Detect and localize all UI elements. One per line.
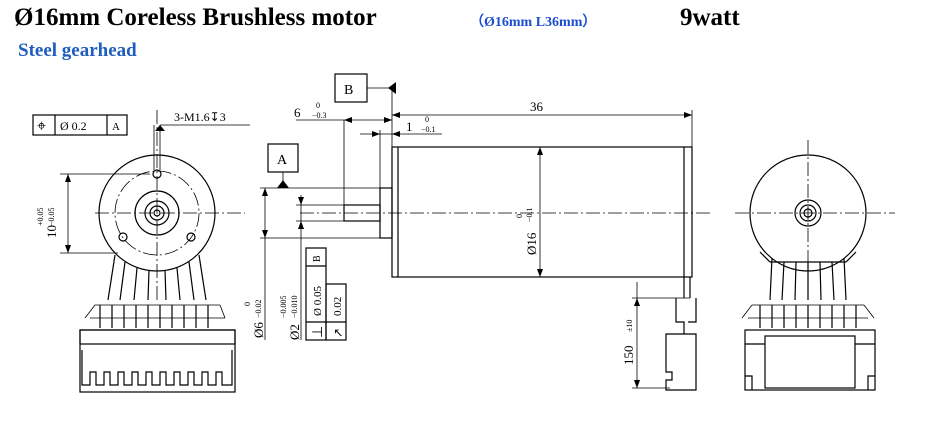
dim-d2-lower: −0.010 (290, 295, 299, 318)
dim-10-label: 10 (44, 225, 59, 238)
rear-view (735, 140, 895, 391)
tolerance-datum: A (112, 121, 120, 133)
dim-6-lower: −0.3 (312, 111, 327, 120)
dim-6-upper: 0 (316, 101, 320, 110)
datum-a-label: A (277, 153, 288, 168)
page-title: Ø16mm Coreless Brushless motor (14, 4, 377, 31)
perpendicularity-icon: ⊥ (311, 326, 326, 338)
dim-d2-label: Ø2 (287, 324, 302, 340)
dim-d2-upper: −0.005 (279, 295, 288, 318)
perp-datum-label: B (312, 255, 323, 262)
dim-d16-lower: −0.1 (525, 207, 534, 222)
side-view: 36 B 6 0 −0.3 1 0 −0.1 A Ø16 0 −0.1 (243, 73, 710, 391)
datum-b-label: B (344, 83, 353, 98)
perp-value: Ø 0.05 (312, 286, 324, 316)
power-rating: 9watt (680, 4, 740, 31)
dim-d16-label: Ø16 (524, 232, 539, 255)
dim-36-label: 36 (530, 99, 544, 114)
front-view: 10 +0.05 −0.05 ⌖ Ø 0.2 A 3-M1.6↧3 (32, 110, 250, 393)
dim-150-tolerance: ±10 (625, 320, 634, 332)
runout-icon: ↗ (331, 328, 345, 338)
dim-1-label: 1 (406, 119, 413, 134)
tolerance-value: Ø 0.2 (60, 119, 87, 133)
runout-value: 0.02 (332, 297, 344, 316)
position-tolerance-icon: ⌖ (37, 118, 46, 135)
dim-10-lower: −0.05 (47, 207, 56, 226)
thread-note: 3-M1.6↧3 (174, 110, 226, 124)
size-spec: （Ø16mm L36mm） (470, 15, 597, 30)
page-subtitle: Steel gearhead (18, 40, 137, 61)
dim-6-label: 6 (294, 105, 301, 120)
dim-1-lower: −0.1 (421, 125, 436, 134)
dim-150-label: 150 (621, 346, 636, 366)
dim-d6-lower: −0.02 (254, 299, 263, 318)
dim-10-upper: +0.05 (36, 207, 45, 226)
dim-d6-label: Ø6 (251, 322, 266, 338)
dim-d6-upper: 0 (243, 302, 252, 306)
dim-1-upper: 0 (425, 115, 429, 124)
dim-d16-upper: 0 (515, 214, 524, 218)
